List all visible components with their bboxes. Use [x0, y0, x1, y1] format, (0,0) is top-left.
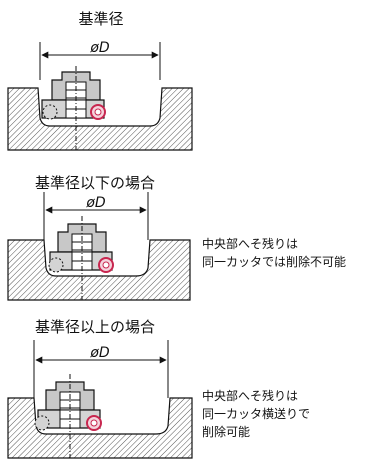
case-title-above: 基準径以上の場合: [35, 318, 155, 336]
case-title-reference: 基準径: [78, 10, 123, 28]
dimension-label-reference: øD: [89, 40, 110, 56]
case-title-below: 基準径以下の場合: [35, 174, 155, 192]
note-above-line3: 削除可能: [202, 424, 250, 439]
case-above: 基準径以上の場合 øD 中央部へそ残りは 同一カッタ横送りで 削除可能: [7, 318, 310, 459]
milling-cutter: [41, 71, 105, 119]
insert-left: [34, 415, 50, 431]
case-reference: 基準径 øD: [7, 10, 193, 151]
note-above-line1: 中央部へそ残りは: [202, 388, 298, 403]
note-above-line2: 同一カッタ横送りで: [202, 406, 310, 421]
workpiece-section: [7, 239, 191, 301]
workpiece-section: [7, 87, 193, 151]
note-below-line1: 中央部へそ残りは: [202, 236, 298, 251]
dimension-label-above: øD: [89, 345, 110, 361]
case-below: 基準径以下の場合 øD 中央部へそ残りは 同一カッタでは削除不可能: [7, 174, 346, 301]
workpiece-section: [7, 397, 193, 459]
insert-left: [42, 104, 58, 120]
dimension-label-below: øD: [85, 195, 106, 211]
insert-left: [48, 257, 64, 273]
note-below-line2: 同一カッタでは削除不可能: [202, 254, 346, 269]
